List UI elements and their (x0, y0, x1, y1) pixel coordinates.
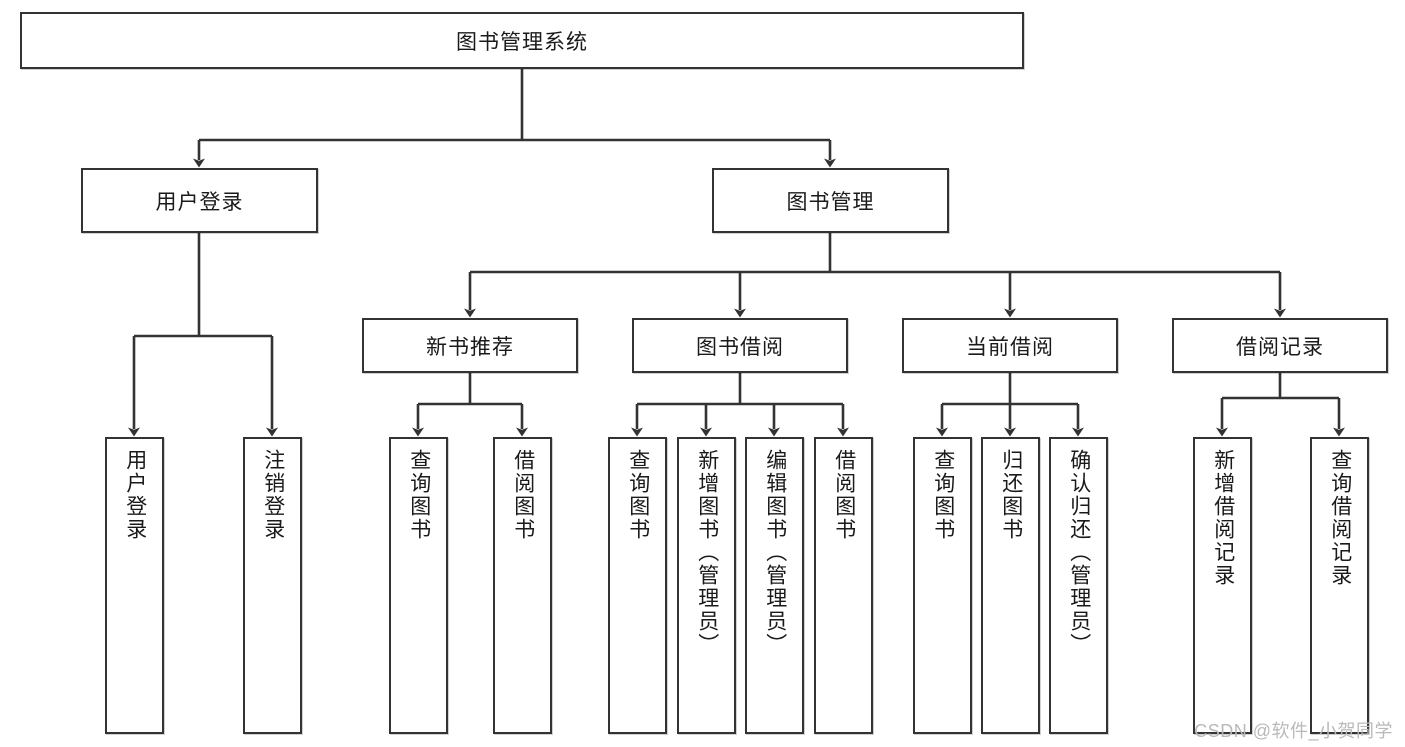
node-borrow-record[interactable]: 借阅记录 (1172, 318, 1388, 373)
node-user-login[interactable]: 用户登录 (81, 168, 318, 233)
node-current-borrow-label: 当前借阅 (966, 335, 1054, 359)
node-leaf-query-book-current-label: 查询图书 (931, 449, 955, 541)
node-leaf-query-book-recommend[interactable]: 查询图书 (389, 437, 448, 734)
node-leaf-add-book-admin-label: 新增图书（管理员） (695, 449, 719, 656)
node-leaf-query-borrow-record-label: 查询借阅记录 (1328, 449, 1352, 587)
node-leaf-user-login-label: 用户登录 (123, 449, 147, 541)
node-leaf-user-login[interactable]: 用户登录 (105, 437, 164, 734)
node-leaf-logout-label: 注销登录 (261, 449, 285, 541)
node-leaf-add-borrow-record-label: 新增借阅记录 (1211, 449, 1235, 587)
node-leaf-borrow-book-recommend-label: 借阅图书 (511, 449, 535, 541)
node-leaf-return-book-label: 归还图书 (999, 449, 1023, 541)
node-leaf-borrow-book-recommend[interactable]: 借阅图书 (493, 437, 552, 734)
watermark: CSDN @软件_小贺同学 (1194, 721, 1393, 741)
node-new-book-recommend-label: 新书推荐 (426, 335, 514, 359)
node-root-label: 图书管理系统 (456, 30, 588, 54)
node-leaf-logout[interactable]: 注销登录 (243, 437, 302, 734)
node-leaf-confirm-return-admin-label: 确认归还（管理员） (1067, 449, 1091, 656)
node-leaf-add-borrow-record[interactable]: 新增借阅记录 (1193, 437, 1252, 734)
node-borrow-record-label: 借阅记录 (1236, 335, 1324, 359)
node-leaf-edit-book-admin-label: 编辑图书（管理员） (763, 449, 787, 656)
node-leaf-confirm-return-admin[interactable]: 确认归还（管理员） (1049, 437, 1108, 734)
node-leaf-borrow-book-label: 借阅图书 (832, 449, 856, 541)
node-user-login-label: 用户登录 (155, 190, 244, 214)
node-leaf-borrow-book[interactable]: 借阅图书 (814, 437, 873, 734)
node-leaf-query-book-borrow-label: 查询图书 (626, 449, 650, 541)
node-root[interactable]: 图书管理系统 (20, 12, 1024, 69)
node-new-book-recommend[interactable]: 新书推荐 (362, 318, 578, 373)
node-current-borrow[interactable]: 当前借阅 (902, 318, 1118, 373)
node-leaf-query-book-current[interactable]: 查询图书 (913, 437, 972, 734)
node-book-borrow-label: 图书借阅 (696, 335, 784, 359)
node-leaf-query-book-borrow[interactable]: 查询图书 (608, 437, 667, 734)
node-book-manage-label: 图书管理 (786, 190, 875, 214)
node-leaf-return-book[interactable]: 归还图书 (981, 437, 1040, 734)
node-leaf-query-borrow-record[interactable]: 查询借阅记录 (1310, 437, 1369, 734)
node-leaf-add-book-admin[interactable]: 新增图书（管理员） (677, 437, 736, 734)
node-leaf-query-book-recommend-label: 查询图书 (407, 449, 431, 541)
node-leaf-edit-book-admin[interactable]: 编辑图书（管理员） (745, 437, 804, 734)
node-book-manage[interactable]: 图书管理 (712, 168, 949, 233)
node-book-borrow[interactable]: 图书借阅 (632, 318, 848, 373)
